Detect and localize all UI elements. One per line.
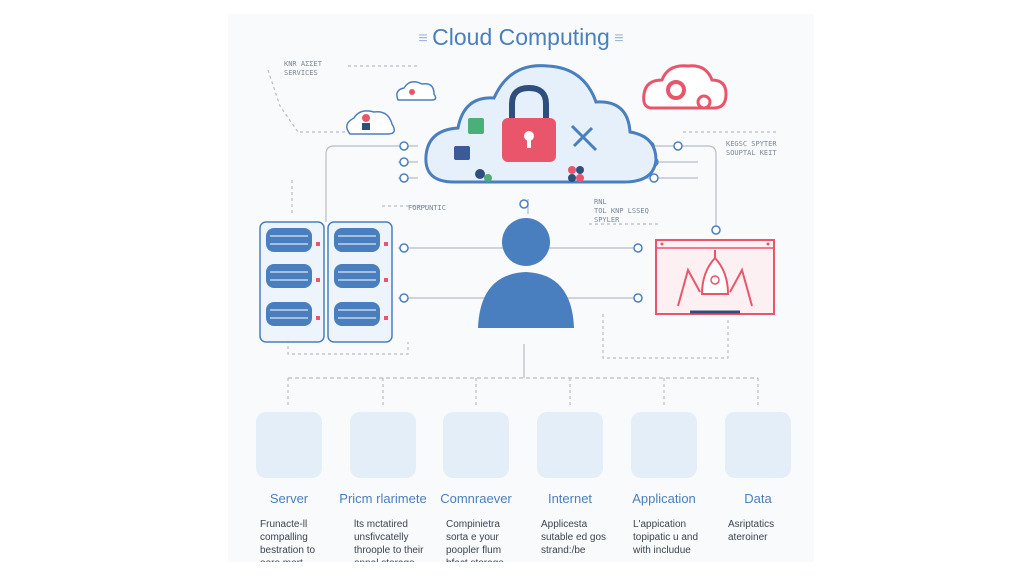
category-label: Data: [744, 491, 772, 506]
diagram-canvas: ? ≡ Cloud Computing ≡ KNR ΑΣΣΕΤ SERVICES…: [228, 14, 814, 562]
cloud-lock-icon: [424, 64, 658, 184]
category-label: Application: [632, 491, 696, 506]
category-description: Compinietra sorta e your poopler flum bf…: [446, 519, 504, 562]
mid-left-note: FORPUNTIC: [408, 204, 446, 212]
user-icon: [478, 218, 574, 328]
small-cloud-icon: [346, 81, 437, 135]
small-user-icon: [362, 114, 370, 122]
category-description: Asriptatics ateroiner: [728, 519, 775, 543]
rocket-monitor-icon: [655, 239, 775, 315]
gear-cloud-icon: [642, 64, 728, 110]
category-description: L'appication topipatic u and with includ…: [633, 519, 699, 556]
category-label: Internet: [547, 491, 593, 506]
category-label: Comnraever: [440, 491, 512, 506]
category-label: Server: [269, 491, 309, 506]
small-user-body: [362, 123, 370, 130]
mid-right-note: RNL TOL KNP LSSEQ SPYLER: [594, 198, 649, 224]
tile-comnraever: [443, 412, 509, 478]
diagram-graphics: ?: [259, 64, 787, 472]
category-description: lts mctatired unsfivcatelly throople to …: [354, 519, 424, 562]
tile-data: [725, 412, 791, 478]
small-user-icon: [409, 89, 415, 95]
top-right-note: KEGSC SPYTER SOUPTAL KEIT: [726, 140, 777, 157]
top-left-note: KNR ΑΣΣΕΤ SERVICES: [284, 60, 322, 77]
tile-pricm: [350, 412, 416, 478]
tile-application: [631, 412, 697, 478]
category-description: Applicesta sutable ed gos strand:/be: [541, 519, 607, 556]
title-dash-left: ≡: [418, 29, 433, 47]
category-label: Pricm rlarimete: [339, 491, 427, 506]
category-description: Frunacte-ll compalling bestration to oor…: [260, 519, 316, 562]
server-rack-icon: [259, 221, 393, 343]
title-dash-right: ≡: [609, 29, 624, 47]
tile-internet: [537, 412, 603, 478]
page-title-text: Cloud Computing: [432, 24, 610, 50]
page-title: ≡ Cloud Computing ≡: [228, 24, 814, 51]
tile-server: [256, 412, 322, 478]
